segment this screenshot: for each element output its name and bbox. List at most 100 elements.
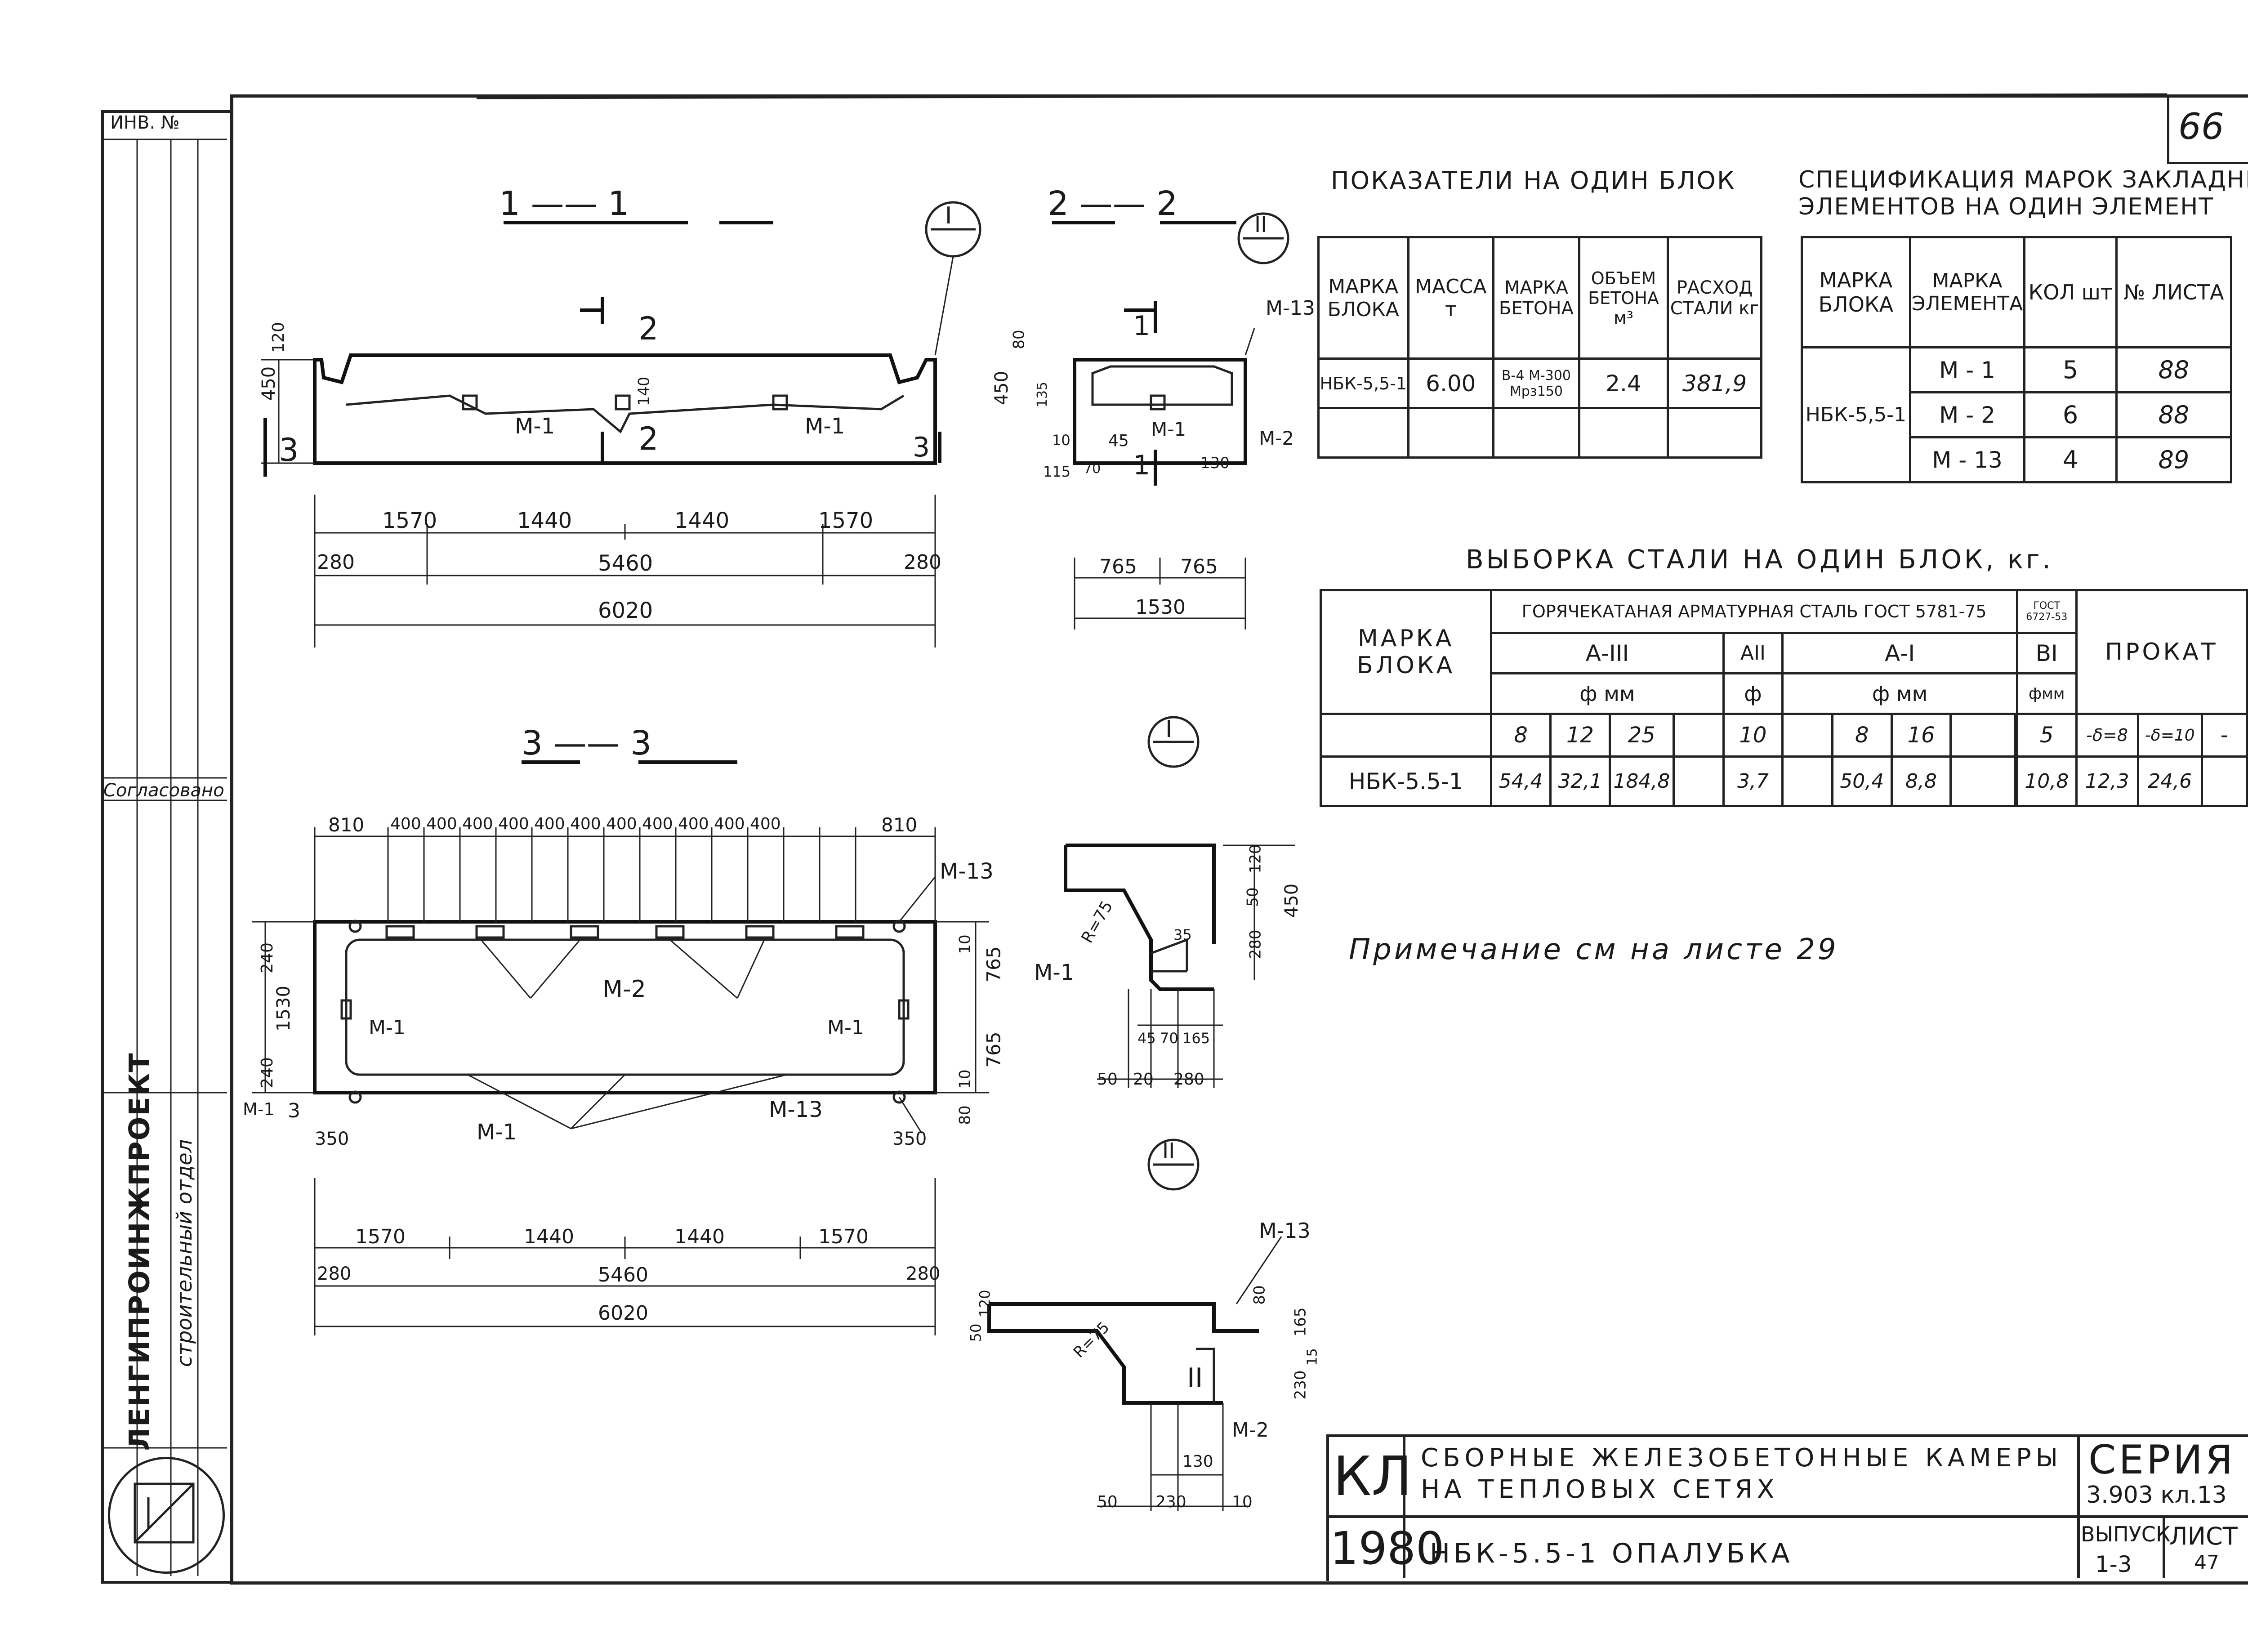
title-block-divider-v1 [1403, 1434, 1405, 1578]
ind-volume: 2.4 [1578, 357, 1669, 409]
node1-dim-450: 450 [1281, 883, 1302, 918]
steel-v-0: 54,4 [1490, 755, 1552, 807]
node2-dim-165: 165 [1291, 1307, 1310, 1337]
s33-bottom-dim-1: 1440 [524, 1225, 574, 1248]
spec-row-2-qty: 4 [2023, 436, 2118, 483]
s22-dim-1530: 1530 [1135, 596, 1186, 619]
top-dim-ticks [387, 827, 856, 922]
steel-v-4: 3,7 [1722, 755, 1784, 807]
steel-d-3 [1672, 713, 1725, 758]
s33-m2-label: М-2 [602, 976, 646, 1003]
steel-d-11: -δ=10 [2136, 713, 2203, 758]
steel-v-5 [1781, 755, 1833, 807]
s33-bottom-dim-0: 1570 [355, 1225, 406, 1248]
ind-h-mass: МАССА т [1407, 236, 1495, 360]
steel-v-11: 24,6 [2136, 755, 2203, 807]
institute-logo [108, 1457, 225, 1574]
node1-dim-280: 280 [1246, 929, 1265, 959]
node-2-marker-b: II [1162, 1139, 1175, 1164]
steel-d-9: 5 [2016, 713, 2078, 758]
steel-v-1: 32,1 [1549, 755, 1611, 807]
s33-top-dim-2: 400 [426, 815, 457, 833]
spec-h-element: МАРКА ЭЛЕМЕНТА [1909, 236, 2026, 348]
s33-top-dim-7: 400 [606, 815, 637, 833]
sheet-number-box [2167, 94, 2248, 164]
cut-label-3-left: 3 [279, 432, 299, 469]
steel-v-7: 8,8 [1890, 755, 1952, 807]
series-label: СЕРИЯ [2088, 1437, 2236, 1483]
steel-d-5 [1781, 713, 1833, 758]
s33-top-dim-11: 400 [750, 815, 781, 833]
steel-unit-a1: ф мм [1781, 672, 2018, 715]
steel-v-3 [1672, 755, 1725, 807]
steel-h-gost: ГОСТ 6727-53 [2016, 589, 2078, 634]
s33-top-dim-4: 400 [498, 815, 529, 833]
spec-row-1-sheet: 88 [2115, 391, 2233, 438]
node2-m13-label: М-13 [1259, 1219, 1311, 1243]
s33-dim-80: 80 [956, 1105, 974, 1125]
s33-m13-top-label: М-13 [940, 859, 994, 884]
cut-label-3-right: 3 [913, 432, 930, 463]
steel-unit-a2: ф [1722, 672, 1784, 715]
steel-v-6: 50,4 [1831, 755, 1893, 807]
node1-dim-280b: 280 [1173, 1070, 1204, 1089]
steel-v-9: 10,8 [2016, 755, 2078, 807]
s22-dim-115: 115 [1043, 463, 1071, 480]
node2-dim-15: 15 [1304, 1348, 1320, 1366]
drawing-subtitle: НБК-5.5-1 ОПАЛУБКА [1430, 1538, 1793, 1569]
section-3-3-title: 3 —— 3 [522, 724, 652, 763]
title-line1: СБОРНЫЕ ЖЕЛЕЗОБЕТОННЫЕ КАМЕРЫ [1421, 1443, 2063, 1473]
title-block-divider-h [1326, 1515, 2248, 1518]
s33-dim-280b: 280 [906, 1264, 941, 1284]
spec-row-0-qty: 5 [2023, 346, 2118, 393]
s33-dim-240b: 240 [258, 1057, 277, 1088]
steel-class-a1: А-I [1781, 632, 2018, 674]
s33-m1-bottom-label: М-1 [477, 1120, 517, 1145]
node2-dim-130: 130 [1182, 1452, 1213, 1471]
sheet-number: 66 [2178, 106, 2224, 147]
s33-dim-765a: 765 [982, 946, 1005, 982]
s33-cut3-label: 3 [288, 1099, 300, 1122]
s33-top-dim-6: 400 [570, 815, 601, 833]
s11-dim-120: 120 [269, 322, 288, 353]
s11-dim-1570a: 1570 [382, 508, 437, 533]
spec-table: МАРКА БЛОКА МАРКА ЭЛЕМЕНТА КОЛ шт № ЛИСТ… [1801, 236, 2233, 483]
s11-dim-1570b: 1570 [818, 508, 874, 533]
node2-dim-120: 120 [976, 1290, 994, 1317]
s22-m2-label: М-2 [1259, 427, 1294, 449]
node1-dim-120: 120 [1246, 844, 1265, 874]
steel-d-12: - [2200, 713, 2248, 758]
s33-dim-1530: 1530 [273, 986, 294, 1031]
ind-h-volume: ОБЪЕМ БЕТОНА м³ [1578, 236, 1669, 360]
node2-dim-230b: 230 [1155, 1493, 1186, 1511]
steel-d-6: 8 [1831, 713, 1893, 758]
steel-d-2: 25 [1608, 713, 1675, 758]
steel-d-0: 8 [1490, 713, 1552, 758]
note-text: Примечание см на листе 29 [1349, 933, 1839, 966]
s22-dim-80: 80 [1010, 330, 1028, 349]
s11-dim-6020: 6020 [598, 598, 653, 623]
ind-h-block: МАРКА БЛОКА [1317, 236, 1409, 360]
s33-top-dim-12: 810 [881, 814, 918, 836]
node1-dim-165: 165 [1182, 1030, 1210, 1047]
node2-dim-10: 10 [1232, 1493, 1253, 1511]
steel-v-10: 12,3 [2075, 755, 2139, 807]
s33-top-dim-1: 400 [390, 815, 421, 833]
s22-dim-450: 450 [991, 371, 1012, 406]
s22-dim-765a: 765 [1099, 555, 1137, 578]
s11-dim-1440a: 1440 [517, 508, 572, 533]
s33-dim-10b: 10 [956, 1069, 974, 1089]
steel-d-8 [1949, 713, 2016, 758]
node1-dim-35: 35 [1173, 926, 1192, 943]
inventory-number: ИНВ. № [110, 112, 180, 133]
s33-dim-280a: 280 [317, 1264, 352, 1284]
node1-dim-50b: 50 [1097, 1070, 1118, 1089]
s11-dim-140: 140 [635, 376, 653, 406]
ind-block: НБК-5,5-1 [1317, 357, 1409, 409]
node-1-marker-b: I [1165, 716, 1173, 743]
s33-top-dim-0: 810 [328, 814, 365, 836]
s33-dim-765b: 765 [982, 1031, 1005, 1068]
title-block-divider-v3 [2163, 1515, 2165, 1578]
s22-dim-10: 10 [1052, 432, 1070, 449]
